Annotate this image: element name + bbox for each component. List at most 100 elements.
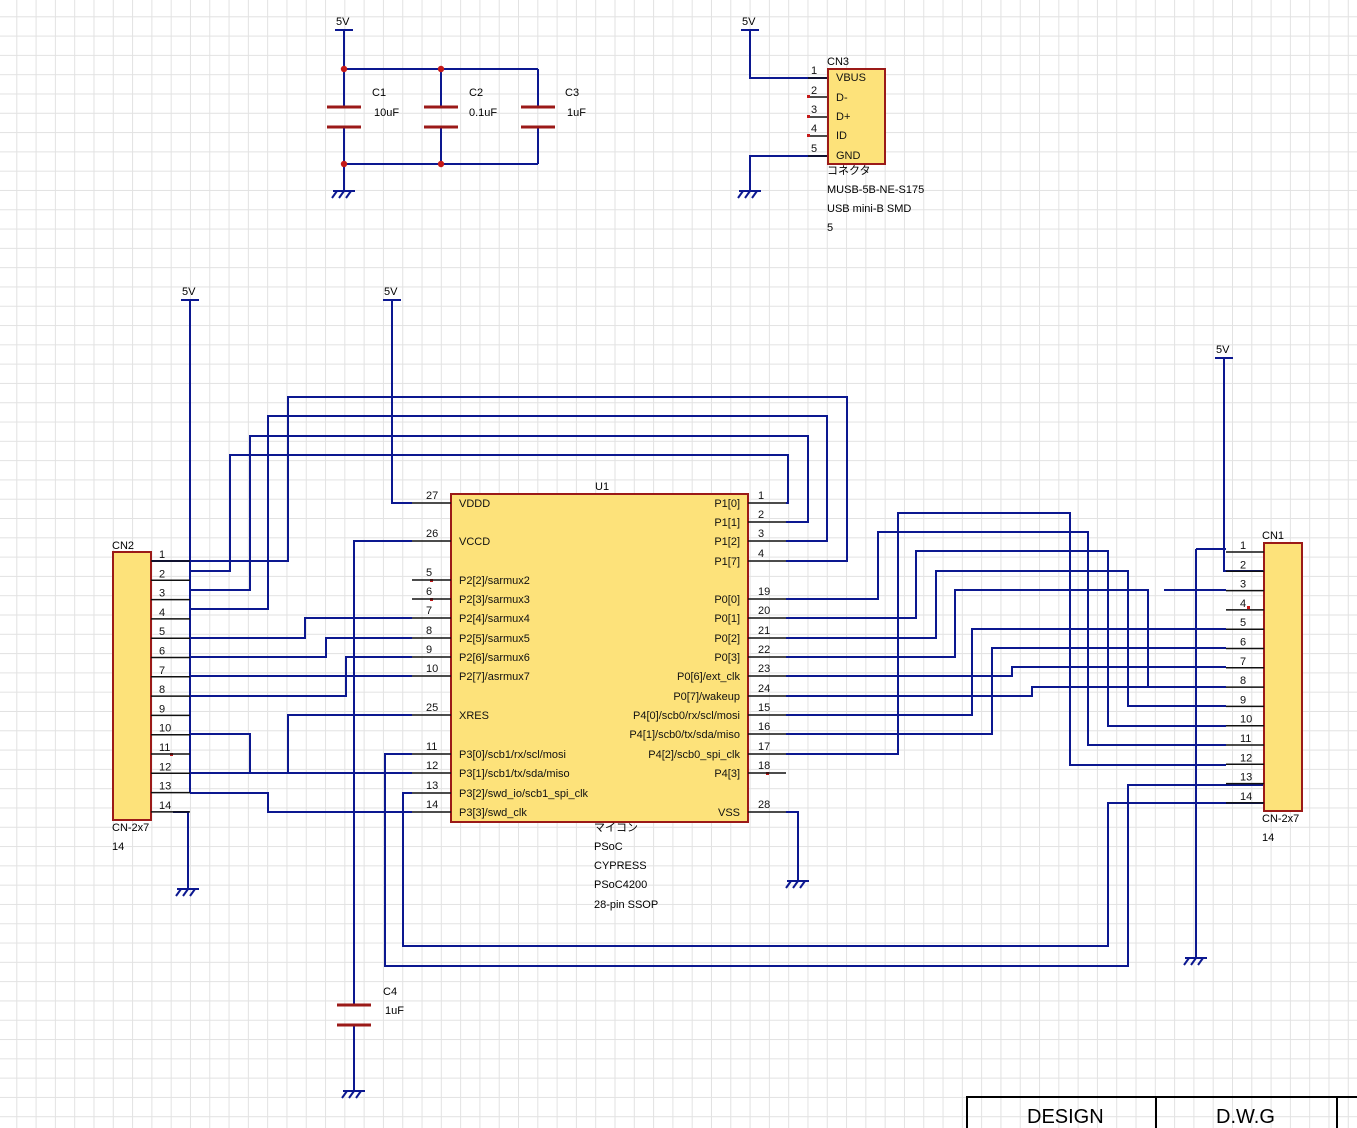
u1-pin-num: 2 — [758, 509, 764, 521]
cn2-pin-num: 7 — [159, 665, 165, 677]
u1-pin-num: 26 — [426, 528, 438, 540]
u1-pin-name: P3[0]/scb1/rx/scl/mosi — [459, 749, 566, 761]
u1-pin-num: 27 — [426, 490, 438, 502]
u1-pin-name: P2[5]/sarmux5 — [459, 633, 530, 645]
power-label: 5V — [336, 16, 350, 28]
cn2-ref: CN2 — [112, 540, 134, 552]
u1-type: マイコン — [594, 822, 638, 834]
u1-pin-num: 8 — [426, 625, 432, 637]
u1-pin-num: 16 — [758, 721, 770, 733]
cn1-type: CN-2x7 — [1262, 813, 1299, 825]
net-wire — [786, 550, 1226, 727]
c2-plates — [424, 105, 458, 129]
power-5v-icon: 5V — [1215, 344, 1233, 359]
cn3-pin-num-4: 4 — [811, 123, 817, 135]
u1-pin-name: VSS — [718, 807, 740, 819]
cn3-pin-num-2: 2 — [811, 85, 817, 97]
u1-pin-name: P0[3] — [714, 652, 740, 664]
power-label: 5V — [1216, 344, 1230, 356]
u1-right-pins: 1P1[0]2P1[1]3P1[2]4P1[7]19P0[0]20P0[1]21… — [629, 490, 786, 819]
u1-pin-num: 28 — [758, 799, 770, 811]
u1-pin-name: P3[1]/scb1/tx/sda/miso — [459, 768, 570, 780]
cn1-pin-num: 14 — [1240, 791, 1252, 803]
u1-package: 28-pin SSOP — [594, 899, 658, 911]
u1-pin-num: 3 — [758, 528, 764, 540]
u1-maker: CYPRESS — [594, 860, 647, 872]
capacitor-c1[interactable]: C1 10uF — [372, 87, 399, 119]
u1-left-pins: 27VDDD26VCCD5P2[2]/sarmux26P2[3]/sarmux3… — [412, 490, 589, 819]
ground-symbols — [175, 185, 1207, 1099]
net-wire — [190, 454, 789, 572]
u1-pin-num: 7 — [426, 605, 432, 617]
u1-pin-name: VCCD — [459, 536, 490, 548]
no-connect-mark — [807, 95, 810, 98]
net-wire — [786, 570, 1226, 707]
cn2-body[interactable] — [112, 551, 152, 821]
net-wire — [190, 637, 412, 658]
u1-pin-name: P2[2]/sarmux2 — [459, 575, 530, 587]
net-wire — [786, 531, 1226, 746]
u1-pin-num: 12 — [426, 760, 438, 772]
cn1-pin-num: 11 — [1240, 733, 1251, 745]
cn2-pin-num: 5 — [159, 626, 165, 638]
u1-pin-name: P3[3]/swd_clk — [459, 807, 527, 819]
capacitor-c3[interactable]: C3 1uF — [565, 87, 586, 119]
net-wire — [786, 666, 1226, 677]
c2-value: 0.1uF — [469, 107, 497, 119]
u1-pin-num: 18 — [758, 760, 770, 772]
no-connect-mark — [807, 115, 810, 118]
u1-pin-num: 24 — [758, 683, 770, 695]
cn3-body[interactable] — [827, 68, 886, 165]
capacitor-c2[interactable]: C2 0.1uF — [469, 87, 497, 119]
u1-pin-name: P2[3]/sarmux3 — [459, 594, 530, 606]
c3-value: 1uF — [567, 107, 586, 119]
u1-pin-num: 17 — [758, 741, 770, 753]
cn3-pin-num-1: 1 — [811, 65, 817, 77]
cn2-pin-num: 1 — [159, 549, 165, 561]
u1-pin-name: VDDD — [459, 498, 490, 510]
u1-pin-name: P0[2] — [714, 633, 740, 645]
cn1-body[interactable] — [1263, 542, 1303, 812]
cn2-pin-num: 6 — [159, 646, 165, 658]
u1-pin-name: P0[6]/ext_clk — [677, 671, 740, 683]
u1-pin-name: P1[1] — [714, 517, 740, 529]
c4-plates — [337, 1003, 371, 1027]
net-wire — [173, 811, 189, 883]
net-wire — [786, 811, 799, 875]
u1-pin-name: P2[4]/sarmux4 — [459, 613, 530, 625]
cn1-pin-num: 10 — [1240, 714, 1252, 726]
net-wire — [786, 686, 1226, 697]
u1-body[interactable] — [450, 493, 749, 823]
cn3-desc: USB mini-B SMD — [827, 203, 911, 215]
cn1-pin-num: 12 — [1240, 752, 1252, 764]
cn1-pin-num: 2 — [1240, 559, 1246, 571]
u1-pin-name: P0[7]/wakeup — [673, 691, 740, 703]
cn2-pin-num: 3 — [159, 588, 165, 600]
u1-pin-name: P4[0]/scb0/rx/scl/mosi — [633, 710, 740, 722]
microcontroller-u1[interactable]: U1 27VDDD26VCCD5P2[2]/sarmux26P2[3]/sarm… — [412, 481, 786, 911]
c3-ref: C3 — [565, 87, 579, 99]
c3-plates — [521, 105, 555, 129]
capacitor-c4[interactable]: C4 1uF — [383, 986, 404, 1017]
cn3-pin-leads — [808, 77, 828, 157]
u1-pin-name: P1[7] — [714, 556, 740, 568]
cn2-pin-num: 2 — [159, 568, 165, 580]
power-5v-icon: 5V — [383, 286, 401, 301]
u1-pin-name: P0[0] — [714, 594, 740, 606]
u1-pin-num: 14 — [426, 799, 438, 811]
cn2-count: 14 — [112, 841, 124, 853]
cn3-pin-vbus: VBUS — [836, 72, 866, 84]
cn2-pin-num: 10 — [159, 723, 171, 735]
u1-pin-num: 23 — [758, 663, 770, 675]
cn3-pin-dminus: D- — [836, 92, 848, 104]
net-wires — [151, 30, 1264, 1085]
cn2-pin-num: 13 — [159, 781, 171, 793]
u1-pin-num: 10 — [426, 663, 438, 675]
title-dwg: D.W.G — [1216, 1106, 1275, 1128]
u1-pin-name: P4[2]/scb0_spi_clk — [648, 749, 740, 761]
no-connect-mark — [1247, 606, 1250, 609]
usb-connector-cn3[interactable]: CN3 VBUS D- D+ ID GND 1 2 3 4 5 コネクタ MUS… — [811, 56, 924, 234]
